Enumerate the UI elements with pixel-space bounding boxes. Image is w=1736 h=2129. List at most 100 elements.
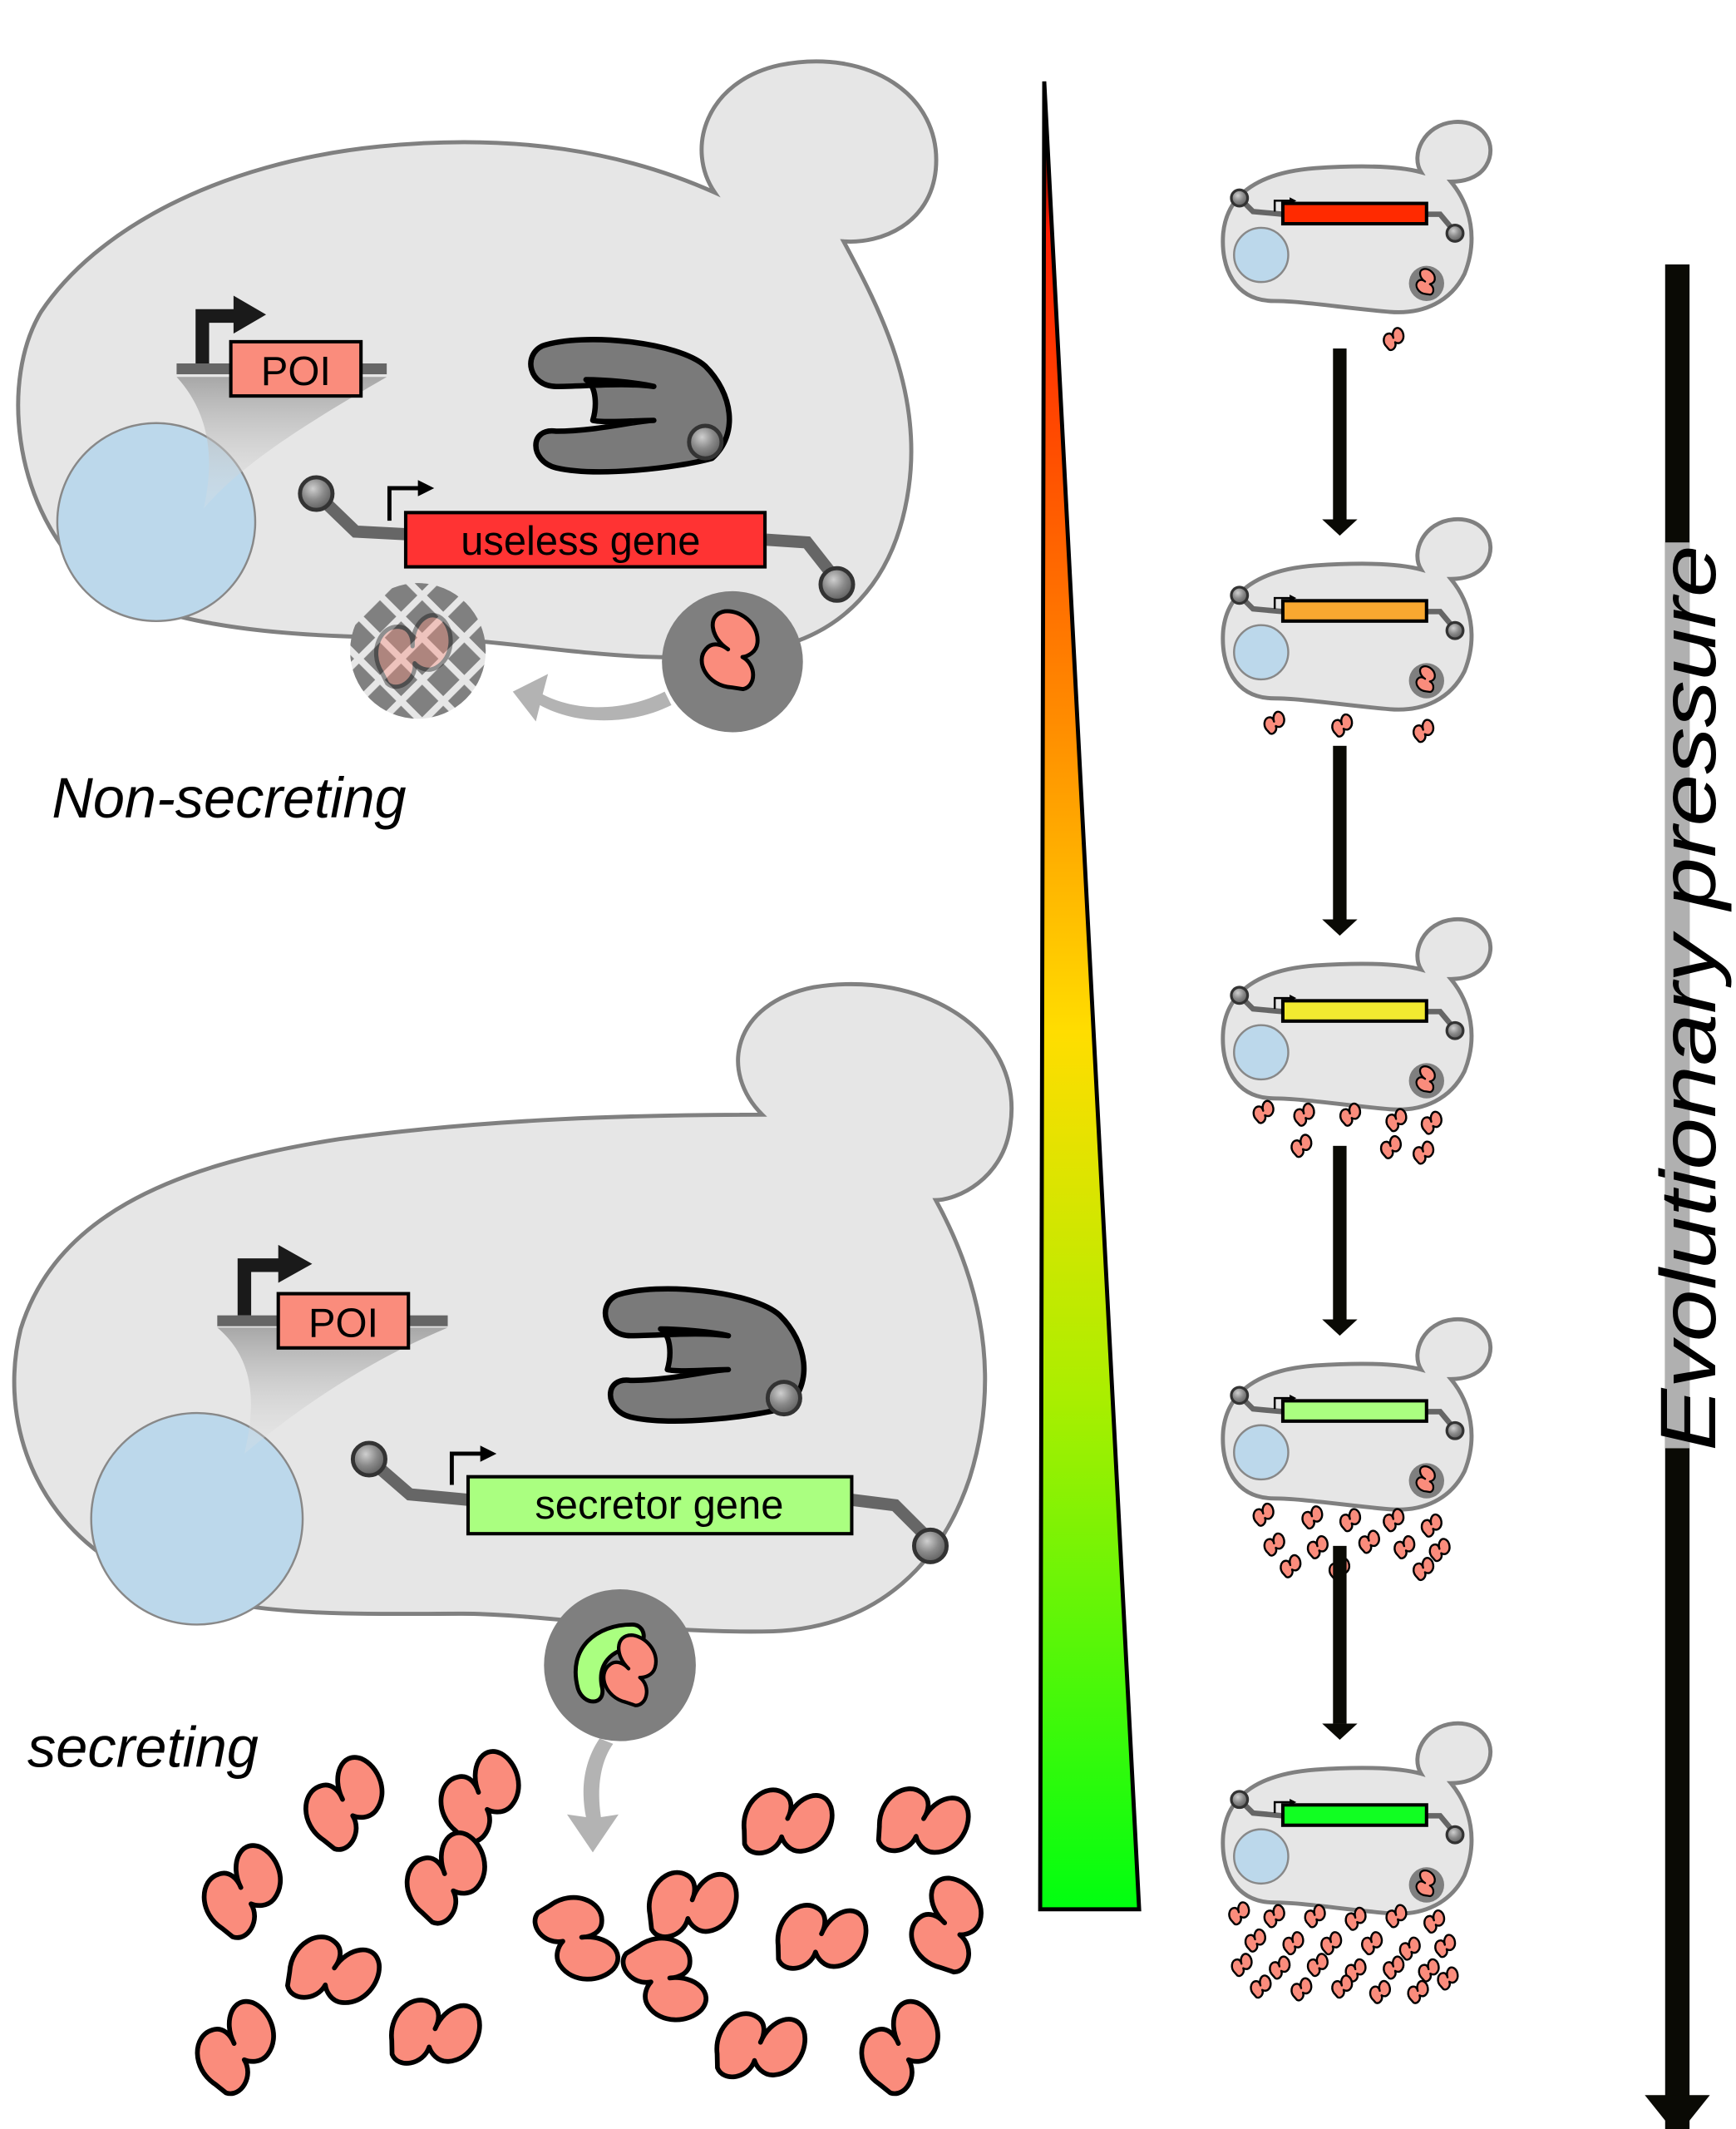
useless-gene-cassette: useless gene xyxy=(300,477,853,600)
evolutionary-pressure-label: Evolutionary pressure xyxy=(1645,545,1733,1450)
evolving-gene-box xyxy=(1280,1399,1428,1423)
nucleus xyxy=(1233,1424,1290,1481)
secreted-protein xyxy=(1249,1500,1279,1529)
secreted-protein xyxy=(1403,1978,1433,2006)
nucleus xyxy=(1233,1828,1290,1885)
small-promoter-arrow-icon xyxy=(449,1451,483,1485)
secretor-gene-cassette: secretor gene xyxy=(353,1443,946,1562)
small-promoter-arrow-icon xyxy=(387,486,421,521)
degraded-protein xyxy=(350,583,486,719)
nucleus xyxy=(90,1411,304,1626)
secreted-protein xyxy=(647,1869,738,1944)
pressure-arrowhead-icon xyxy=(1645,2095,1710,2129)
nucleus xyxy=(1233,624,1290,681)
secreted-protein xyxy=(848,1994,957,2102)
secreted-protein xyxy=(1287,1132,1317,1160)
nucleus xyxy=(1233,226,1290,284)
secreted-protein xyxy=(530,1888,623,1992)
secreted-protein xyxy=(619,1929,711,2033)
secreted-protein xyxy=(1358,1929,1388,1958)
secreted-protein xyxy=(1390,1533,1420,1561)
zoom-beam xyxy=(217,1327,448,1454)
evolution-stage-cell xyxy=(1221,516,1493,745)
secreted-protein xyxy=(1377,1133,1407,1161)
promoter-arrow-icon xyxy=(237,1244,313,1316)
secreted-protein xyxy=(712,2008,808,2089)
evolving-gene-box xyxy=(1280,1803,1428,1827)
secreted-protein xyxy=(1246,1973,1276,2001)
secreted-protein xyxy=(427,1744,536,1849)
secretion-machinery xyxy=(602,1286,807,1424)
secreted-protein xyxy=(1241,1926,1271,1954)
secretion-arrow-icon xyxy=(567,1738,619,1853)
secreted-protein xyxy=(1418,1511,1447,1539)
non-secreting-label: Non-secreting xyxy=(52,766,406,830)
secreted-protein xyxy=(1379,325,1409,353)
poi-label: POI xyxy=(308,1302,378,1346)
secreted-protein xyxy=(1260,1902,1290,1930)
secreting-cell: POI secretor gene secreting xyxy=(12,982,1014,1853)
evolving-gene-box xyxy=(1280,201,1428,226)
poi-box xyxy=(276,1292,411,1350)
secreted-protein xyxy=(1298,1504,1328,1532)
evolution-stage-cell xyxy=(1221,917,1493,1167)
evolution-series xyxy=(1221,120,1493,2006)
secreted-protein xyxy=(1366,1978,1396,2006)
secreted-protein xyxy=(739,1784,836,1865)
secreted-protein xyxy=(1304,1533,1334,1561)
stage-transition-arrow-icon xyxy=(1322,348,1358,536)
poi-cassette: POI xyxy=(176,295,387,398)
promoter-arrow-icon xyxy=(195,295,267,363)
secreted-protein xyxy=(1328,711,1358,739)
stage-transition-arrow-icon xyxy=(1322,745,1358,936)
evolutionary-pressure-arrow: Evolutionary pressure xyxy=(1645,264,1733,2129)
secreted-protein xyxy=(1431,1932,1461,1960)
secreted-protein xyxy=(1290,1100,1319,1129)
evolution-stage-cell xyxy=(1221,120,1493,353)
secreted-protein xyxy=(394,1825,503,1930)
nucleus xyxy=(56,422,257,623)
poi-box xyxy=(229,339,363,398)
secreted-protein xyxy=(773,1899,870,1980)
evolving-gene-box xyxy=(1280,599,1428,623)
secreted-protein xyxy=(1418,1109,1447,1137)
secreted-protein xyxy=(292,1750,401,1857)
vesicle xyxy=(662,590,803,733)
nucleus xyxy=(1233,1024,1290,1081)
gradient-wedge xyxy=(1038,81,1142,1912)
secreted-protein xyxy=(1304,1951,1334,1979)
non-secreting-cell: POI useless gene xyxy=(16,59,939,830)
stage-transition-arrow-icon xyxy=(1322,1545,1358,1741)
secreted-protein xyxy=(1260,1530,1290,1558)
secreted-protein xyxy=(1317,1929,1347,1958)
evolution-stage-cell xyxy=(1221,1721,1493,2006)
secreted-protein xyxy=(1409,1139,1439,1167)
secreted-protein xyxy=(1265,1954,1295,1982)
secreted-protein xyxy=(900,1871,1001,1979)
secreted-protein xyxy=(1227,1951,1257,1979)
zoom-beam xyxy=(176,377,387,509)
secreted-protein xyxy=(1287,1975,1317,2003)
secreted-protein xyxy=(872,1781,973,1868)
secretor-gene-label: secretor gene xyxy=(535,1483,783,1528)
secreted-protein xyxy=(387,1994,483,2076)
secreting-label: secreting xyxy=(27,1716,259,1780)
degradation-arrow-icon xyxy=(512,674,672,722)
secreted-protein xyxy=(1276,1552,1306,1580)
secreted-protein xyxy=(1260,709,1290,737)
secretion-vesicle xyxy=(544,1589,696,1741)
secreted-protein xyxy=(1225,1899,1255,1928)
secreted-protein xyxy=(1420,1908,1450,1935)
secretor-gene-box xyxy=(466,1474,854,1536)
secreted-protein xyxy=(1355,1528,1385,1556)
secretion-machinery xyxy=(528,337,732,475)
secreted-protein xyxy=(1279,1929,1309,1958)
poi-cassette: POI xyxy=(217,1244,448,1350)
useless-gene-box xyxy=(403,511,767,569)
secreted-protein xyxy=(1249,1098,1279,1126)
poi-label: POI xyxy=(261,349,331,394)
secreted-protein xyxy=(1409,717,1439,745)
secreted-protein xyxy=(281,1927,385,2019)
useless-gene-label: useless gene xyxy=(461,519,700,564)
